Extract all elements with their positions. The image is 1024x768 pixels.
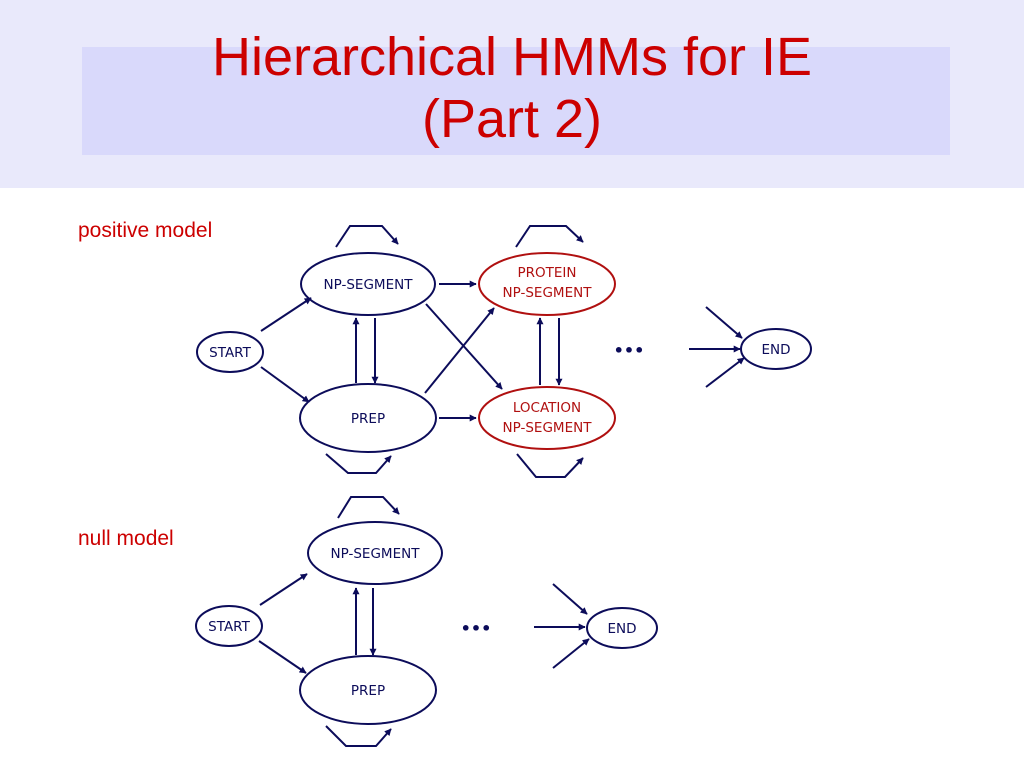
pos-end-node <box>740 328 812 370</box>
null-np-segment-label: NP-SEGMENT <box>331 546 421 562</box>
pos-prep-label: PREP <box>351 411 385 427</box>
pos-prep-node <box>299 383 437 453</box>
edge-start-to-np <box>260 297 312 332</box>
null-model-label: null model <box>78 527 174 550</box>
self-loop-protein <box>515 225 584 248</box>
pos-start-node <box>196 331 264 373</box>
pos-start-label: START <box>209 345 251 361</box>
null-model-diagram <box>195 496 658 747</box>
pos-np-segment-node <box>300 252 436 316</box>
slide-title: Hierarchical HMMs for IE (Part 2) <box>0 26 1024 150</box>
null-edge-start-to-prep <box>258 640 307 674</box>
null-end-label: END <box>607 621 636 637</box>
edge-start-to-prep <box>260 366 310 403</box>
slide-title-line-2: (Part 2) <box>421 89 603 149</box>
null-edge-into-end-top <box>552 583 588 615</box>
positive-model-diagram <box>196 225 812 478</box>
null-edge-into-end-bottom <box>552 638 590 669</box>
pos-end-label: END <box>761 342 790 358</box>
pos-location-label-line-1: LOCATION <box>513 400 581 416</box>
slide-title-line-1: Hierarchical HMMs for IE <box>211 27 813 87</box>
null-start-label: START <box>208 619 250 635</box>
pos-location-node <box>478 386 616 450</box>
self-loop-np <box>335 225 399 248</box>
pos-protein-label-line-2: NP-SEGMENT <box>503 285 593 301</box>
null-np-segment-node <box>307 521 443 585</box>
null-self-loop-prep <box>325 725 392 747</box>
pos-location-label-line-2: NP-SEGMENT <box>503 420 593 436</box>
edge-into-end-top <box>705 306 743 339</box>
null-prep-node <box>299 655 437 725</box>
self-loop-location <box>516 453 584 478</box>
null-ellipsis: ••• <box>461 619 492 638</box>
edge-into-end-bottom <box>705 357 745 388</box>
null-edge-start-to-np <box>259 573 308 606</box>
pos-ellipsis: ••• <box>614 341 645 360</box>
edge-prep-to-protein <box>424 307 495 394</box>
null-prep-label: PREP <box>351 683 385 699</box>
title-inner-band <box>82 47 950 155</box>
positive-model-label: positive model <box>78 219 213 242</box>
pos-np-segment-label: NP-SEGMENT <box>324 277 414 293</box>
self-loop-prep <box>325 453 392 474</box>
pos-protein-label-line-1: PROTEIN <box>517 265 576 281</box>
null-start-node <box>195 605 263 647</box>
null-self-loop-np <box>337 496 400 519</box>
pos-protein-node <box>478 252 616 316</box>
null-end-node <box>586 607 658 649</box>
